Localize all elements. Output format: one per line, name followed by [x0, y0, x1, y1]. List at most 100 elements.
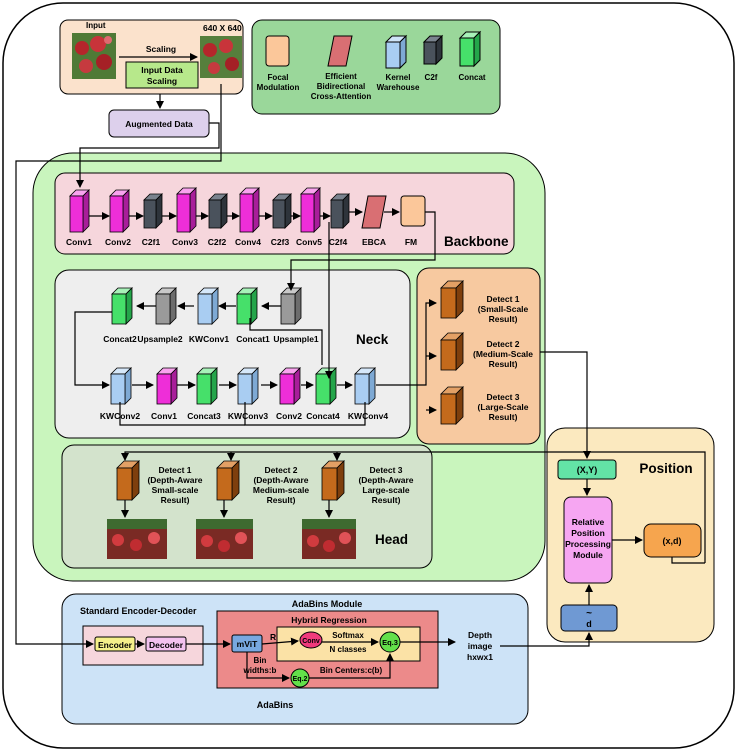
backbone-layer-3: [143, 193, 163, 229]
neck-top-layer-3: [197, 287, 219, 325]
ebca-block: [361, 195, 387, 229]
legend: Focal Modulation Efficient Bidirectional…: [251, 19, 501, 115]
backbone-label-9: C2f4: [329, 237, 348, 247]
head3-line1: Detect 3: [369, 465, 402, 475]
depth-line3: hxwx1: [467, 652, 493, 662]
eq2-label: Eq.2: [293, 676, 308, 683]
legend-panel: [251, 19, 501, 115]
legend-focal-line1: Focal: [268, 73, 289, 82]
head1-line4: Result): [161, 495, 190, 505]
ebca-icon: [327, 35, 353, 67]
backbone-label-ebca: EBCA: [362, 237, 386, 247]
legend-ebca-line2: Bidirectional: [317, 82, 365, 91]
focal-modulation-icon: [265, 35, 290, 67]
head2-line3: Medium-scale: [253, 485, 309, 495]
detect3-line3: Result): [489, 412, 518, 422]
concat-icon: [458, 30, 482, 68]
head-result-image-1: [107, 519, 167, 559]
head2-line1: Detect 2: [264, 465, 297, 475]
xd-label: (x,d): [663, 536, 682, 546]
size-label: 640 X 640: [203, 23, 242, 33]
conv-node: [299, 631, 323, 649]
backbone-label-6: Conv4: [235, 237, 261, 247]
backbone-layer-7: [272, 193, 292, 229]
input-label: Input: [86, 21, 106, 30]
head3-line2: (Depth-Aware: [358, 475, 413, 485]
xy-label: (X,Y): [577, 465, 598, 475]
head-title: Head: [375, 532, 408, 547]
bin-centers-label: Bin Centers:c(b): [320, 666, 383, 675]
backbone-title: Backbone: [444, 234, 509, 249]
rppm-line1: Relative: [572, 517, 605, 527]
neck-top-layer-4: [236, 287, 258, 325]
rppm-line3: Processing: [565, 539, 611, 549]
fm-block: [400, 195, 426, 227]
neck-bottom-layer-5: [279, 367, 301, 405]
detect-layer-3: [440, 386, 464, 425]
head2-line4: Result): [267, 495, 296, 505]
bin-widths-line2: widths:b: [243, 666, 277, 675]
neck-bottom-layer-6: [315, 367, 337, 405]
head-layer-1: [116, 460, 140, 501]
backbone-label-3: C2f1: [142, 237, 161, 247]
backbone-label-7: C2f3: [271, 237, 290, 247]
data-scaling-line2: Scaling: [147, 76, 177, 86]
backbone-layer-4: [176, 187, 197, 233]
detect1-line2: (Small-Scale: [478, 304, 529, 314]
legend-focal-line2: Modulation: [257, 83, 300, 92]
head3-line4: Result): [372, 495, 401, 505]
neck-bottom-label-7: KWConv4: [348, 411, 388, 421]
backbone-label-5: C2f2: [208, 237, 227, 247]
neck-bottom-label-2: Conv1: [151, 411, 177, 421]
detect2-line2: (Medium-Scale: [473, 349, 533, 359]
head-labels: Detect 1 (Depth-Aware Small-scale Result…: [147, 465, 413, 505]
backbone-label-fm: FM: [405, 237, 417, 247]
neck-top-label-5: Upsample1: [273, 334, 319, 344]
encdec-title: Standard Encoder-Decoder: [80, 606, 197, 616]
input-block: Input 640 X 640 Scaling Input Data Scali…: [59, 19, 244, 138]
detect1-line1: Detect 1: [486, 294, 519, 304]
neck-bottom-layer-7: [354, 367, 376, 405]
neck-top-label-1: Concat2: [103, 334, 137, 344]
rppm-line2: Position: [571, 528, 605, 538]
backbone-layer-1: [69, 189, 90, 233]
backbone-layer-8: [300, 187, 321, 233]
neck-top-layer-5: [280, 287, 302, 325]
detect-layer-1: [440, 280, 464, 319]
head1-line1: Detect 1: [158, 465, 191, 475]
connectors: [15, 84, 706, 682]
depth-line1: Depth: [468, 630, 492, 640]
neck-bottom-layer-4: [237, 367, 259, 405]
hybrid-title: Hybrid Regression: [291, 615, 367, 625]
encoder-label: Encoder: [98, 640, 133, 650]
backbone-label-4: Conv3: [172, 237, 198, 247]
head1-line3: Small-scale: [152, 485, 199, 495]
decoder-label: Decoder: [149, 640, 184, 650]
backbone-layer-6: [239, 187, 260, 233]
detect2-line1: Detect 2: [486, 339, 519, 349]
head1-line2: (Depth-Aware: [147, 475, 202, 485]
head2-line2: (Depth-Aware: [253, 475, 308, 485]
neck-bottom-label-5: Conv2: [276, 411, 302, 421]
neck-top-label-2: Upsample2: [137, 334, 183, 344]
mvit-label: mViT: [237, 639, 258, 649]
backbone-label-8: Conv5: [296, 237, 322, 247]
neck-title: Neck: [356, 332, 389, 347]
eq3-label: Eq.3: [382, 638, 398, 647]
legend-kernel-line2: Warehouse: [377, 83, 420, 92]
backbone-label-2: Conv2: [105, 237, 131, 247]
kernel-warehouse-icon: [384, 34, 408, 70]
neck-bottom-label-4: KWConv3: [228, 411, 268, 421]
backbone-label-1: Conv1: [66, 237, 92, 247]
adabins-footer: AdaBins: [257, 700, 294, 710]
backbone-layer-2: [109, 189, 130, 233]
data-scaling-line1: Input Data: [141, 65, 183, 75]
backbone-layer-5: [208, 193, 228, 229]
d-label: d: [586, 619, 592, 629]
neck-top-layer-2: [155, 287, 177, 325]
neck-bottom-label-6: Concat4: [306, 411, 340, 421]
legend-c2f: C2f: [425, 73, 438, 82]
input-data-scaling-box: [125, 61, 199, 89]
legend-ebca-line3: Cross-Attention: [311, 92, 372, 101]
